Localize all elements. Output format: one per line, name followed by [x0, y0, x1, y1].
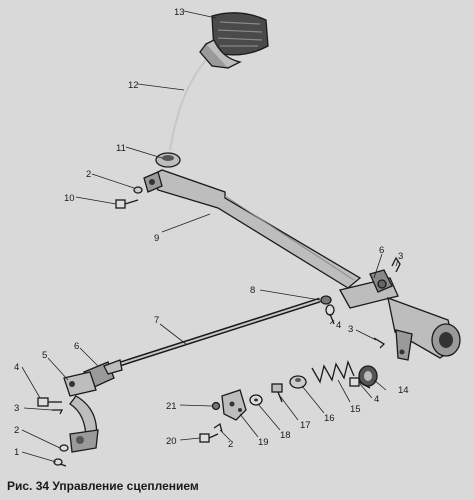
callout-20: 20: [166, 436, 177, 447]
callout-9: 9: [154, 233, 159, 244]
callout-18: 18: [280, 430, 291, 441]
clutch-rod: [94, 297, 321, 375]
spring-15: [311, 359, 355, 384]
pedal-shaft: [143, 169, 362, 289]
bolt-4-left: [37, 397, 62, 407]
stud-17: [271, 383, 283, 403]
nut-14: [358, 365, 378, 387]
washer-2-left: [59, 444, 69, 452]
pedal-boss: [155, 152, 181, 168]
callout-21: 21: [166, 401, 177, 412]
bolt-20: [199, 433, 219, 443]
callout-19: 19: [258, 437, 269, 448]
sleeve-16: [289, 375, 307, 389]
callout-4-middle: 4: [336, 320, 341, 331]
callout-3-right: 3: [348, 324, 353, 335]
pin-middle: [325, 304, 335, 325]
bracket-19: [221, 389, 247, 421]
callout-2-left: 2: [14, 425, 19, 436]
callout-5: 5: [42, 350, 47, 361]
clutch-control-diagram: 13 12 11 2 10 9 6 3 8 4 7 3 5 6 4 3 2 1 …: [14, 7, 461, 467]
callout-8: 8: [250, 285, 255, 296]
callout-7: 7: [154, 315, 159, 326]
pedal-arm: [169, 59, 207, 151]
bolt-10: [115, 199, 139, 209]
washer-2-top: [133, 186, 143, 194]
pedal-pad: [199, 12, 269, 69]
callout-17: 17: [300, 420, 311, 431]
bolt-1-left: [53, 458, 67, 467]
callout-10: 10: [64, 193, 75, 204]
leader-lines: [21, 10, 399, 463]
figure-caption: Рис. 34 Управление сцеплением: [7, 479, 199, 493]
cotter-pin-right: [373, 337, 386, 349]
callout-6-left: 6: [74, 341, 79, 352]
callout-12: 12: [128, 80, 139, 91]
cotter-pin-3-left: [52, 409, 64, 415]
bolt-4-right: [349, 377, 371, 389]
callout-14: 14: [398, 385, 409, 396]
shaft-lever-assembly: [339, 269, 461, 361]
washer-8: [320, 295, 332, 305]
callout-2-top: 2: [86, 169, 91, 180]
washer-2-bottom: [213, 422, 223, 433]
washer-18: [249, 394, 263, 406]
callout-2-bottom: 2: [228, 439, 233, 450]
callout-6-top: 6: [379, 245, 384, 256]
callout-16: 16: [324, 413, 335, 424]
callout-11: 11: [116, 143, 126, 154]
callout-4-left: 4: [14, 362, 19, 373]
screw-21: [211, 401, 221, 411]
callout-4-right: 4: [374, 394, 379, 405]
callout-15: 15: [350, 404, 361, 415]
callout-3-left: 3: [14, 403, 19, 414]
callout-3-top: 3: [398, 251, 403, 262]
callout-1: 1: [14, 447, 19, 458]
lower-lever-assembly: [63, 371, 99, 453]
callout-13: 13: [174, 7, 185, 18]
